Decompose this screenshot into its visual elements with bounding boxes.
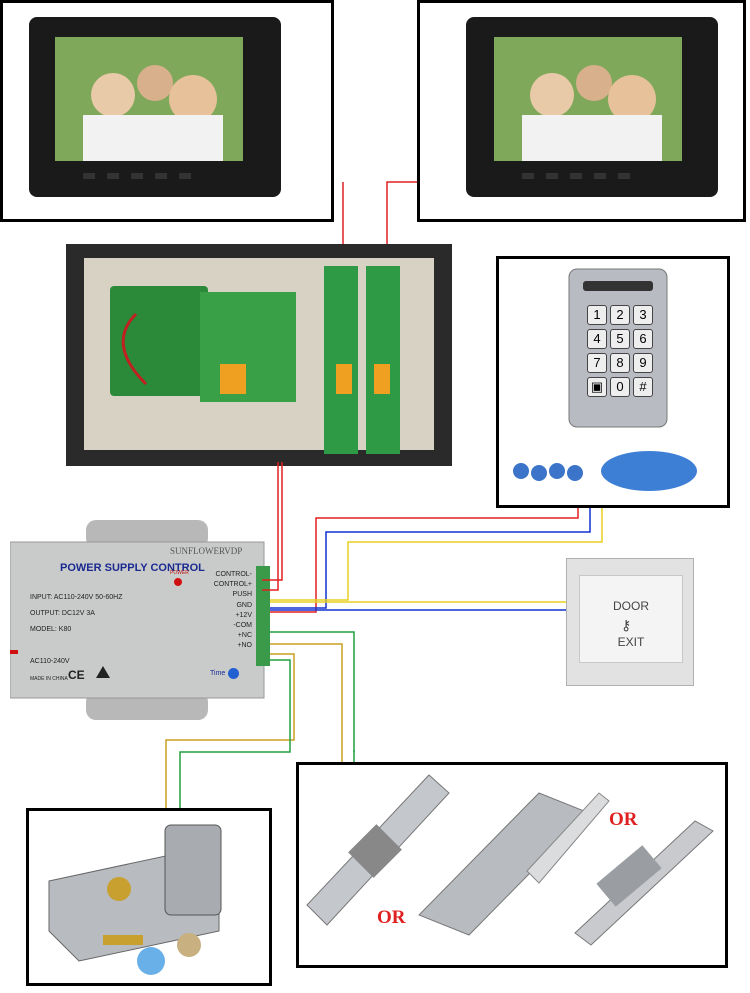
terminal-label: CONTROL+	[213, 581, 252, 589]
psu-power-label: POWER	[170, 570, 189, 576]
or-label-1: OR	[377, 907, 406, 928]
warning-icon	[96, 666, 110, 678]
monitor-2-panel	[417, 0, 746, 222]
psu-made-in: MADE IN CHINA	[30, 676, 68, 682]
keypad-key: 3	[633, 305, 653, 325]
wire-red-monitor-2	[386, 181, 417, 244]
wire-olive-gate	[165, 653, 295, 810]
terminal-label: +NO	[237, 642, 252, 650]
keypad-key: 2	[610, 305, 630, 325]
wire-blue-keypad	[270, 508, 591, 609]
wire-olive-lock	[270, 643, 343, 762]
gate-lock-image	[48, 824, 222, 975]
psu-model: MODEL: K80	[30, 626, 72, 633]
terminal-label: CONTROL-	[215, 571, 252, 578]
terminal-label: -COM	[233, 622, 252, 630]
keypad-key: 7	[587, 353, 607, 373]
terminal-label: GND	[236, 601, 252, 609]
keypad-keys: 1 2 3 4 5 6 7 8 9 ▣ 0 #	[587, 305, 653, 397]
alternative-locks-image	[306, 774, 714, 946]
exit-button-line1: DOOR	[613, 599, 649, 613]
keypad-key: ▣	[587, 377, 607, 397]
gate-lock-panel	[26, 808, 272, 986]
wire-green-lock	[270, 631, 355, 762]
or-label-2: OR	[609, 809, 638, 830]
control-board-image	[66, 244, 452, 466]
ce-mark-icon: CE	[68, 668, 85, 682]
terminal-label: +NC	[237, 632, 252, 640]
wire-green-gate	[179, 659, 291, 810]
psu-brand: SUNFLOWERVDP	[170, 546, 243, 556]
psu-input-spec: INPUT: AC110-240V 50-60HZ	[30, 594, 123, 601]
keypad-key: 5	[610, 329, 630, 349]
wire-red-keypad	[270, 508, 579, 613]
psu-time-label: Time	[210, 670, 226, 677]
keypad-key: 6	[633, 329, 653, 349]
alternative-locks-panel: OR OR	[296, 762, 728, 968]
power-supply-unit: SUNFLOWERVDP POWER SUPPLY CONTROL POWER …	[10, 520, 275, 720]
time-knob-icon	[228, 668, 239, 679]
keypad-panel: 1 2 3 4 5 6 7 8 9 ▣ 0 #	[496, 256, 730, 508]
keypad-key: 1	[587, 305, 607, 325]
key-icon: ⚷	[621, 617, 632, 633]
psu-ac-label: AC110-240V	[30, 658, 70, 665]
exit-button-face	[579, 575, 683, 663]
monitor-1-panel	[0, 0, 334, 222]
wire-yellow-keypad	[270, 508, 603, 601]
terminal-label: PUSH	[232, 591, 252, 599]
psu-output-spec: OUTPUT: DC12V 3A	[30, 610, 95, 617]
monitor-1-image	[29, 17, 281, 197]
wire-red-control	[262, 462, 283, 581]
exit-button-line2: EXIT	[617, 635, 645, 649]
terminal-label: +12V	[235, 611, 252, 619]
monitor-2-image	[466, 17, 718, 197]
rfid-tags-image	[513, 451, 697, 491]
keypad-key: 8	[610, 353, 630, 373]
wire-red-board-b	[262, 462, 279, 591]
keypad-key: #	[633, 377, 653, 397]
psu-terminal-labels: CONTROL- CONTROL+ PUSH GND +12V -COM +NC…	[202, 570, 252, 652]
keypad-key: 4	[587, 329, 607, 349]
keypad-key: 9	[633, 353, 653, 373]
psu-body	[10, 520, 270, 720]
psu-title: POWER SUPPLY CONTROL	[60, 562, 205, 574]
exit-button-device: DOOR ⚷ EXIT	[566, 558, 694, 686]
keypad-key: 0	[610, 377, 630, 397]
